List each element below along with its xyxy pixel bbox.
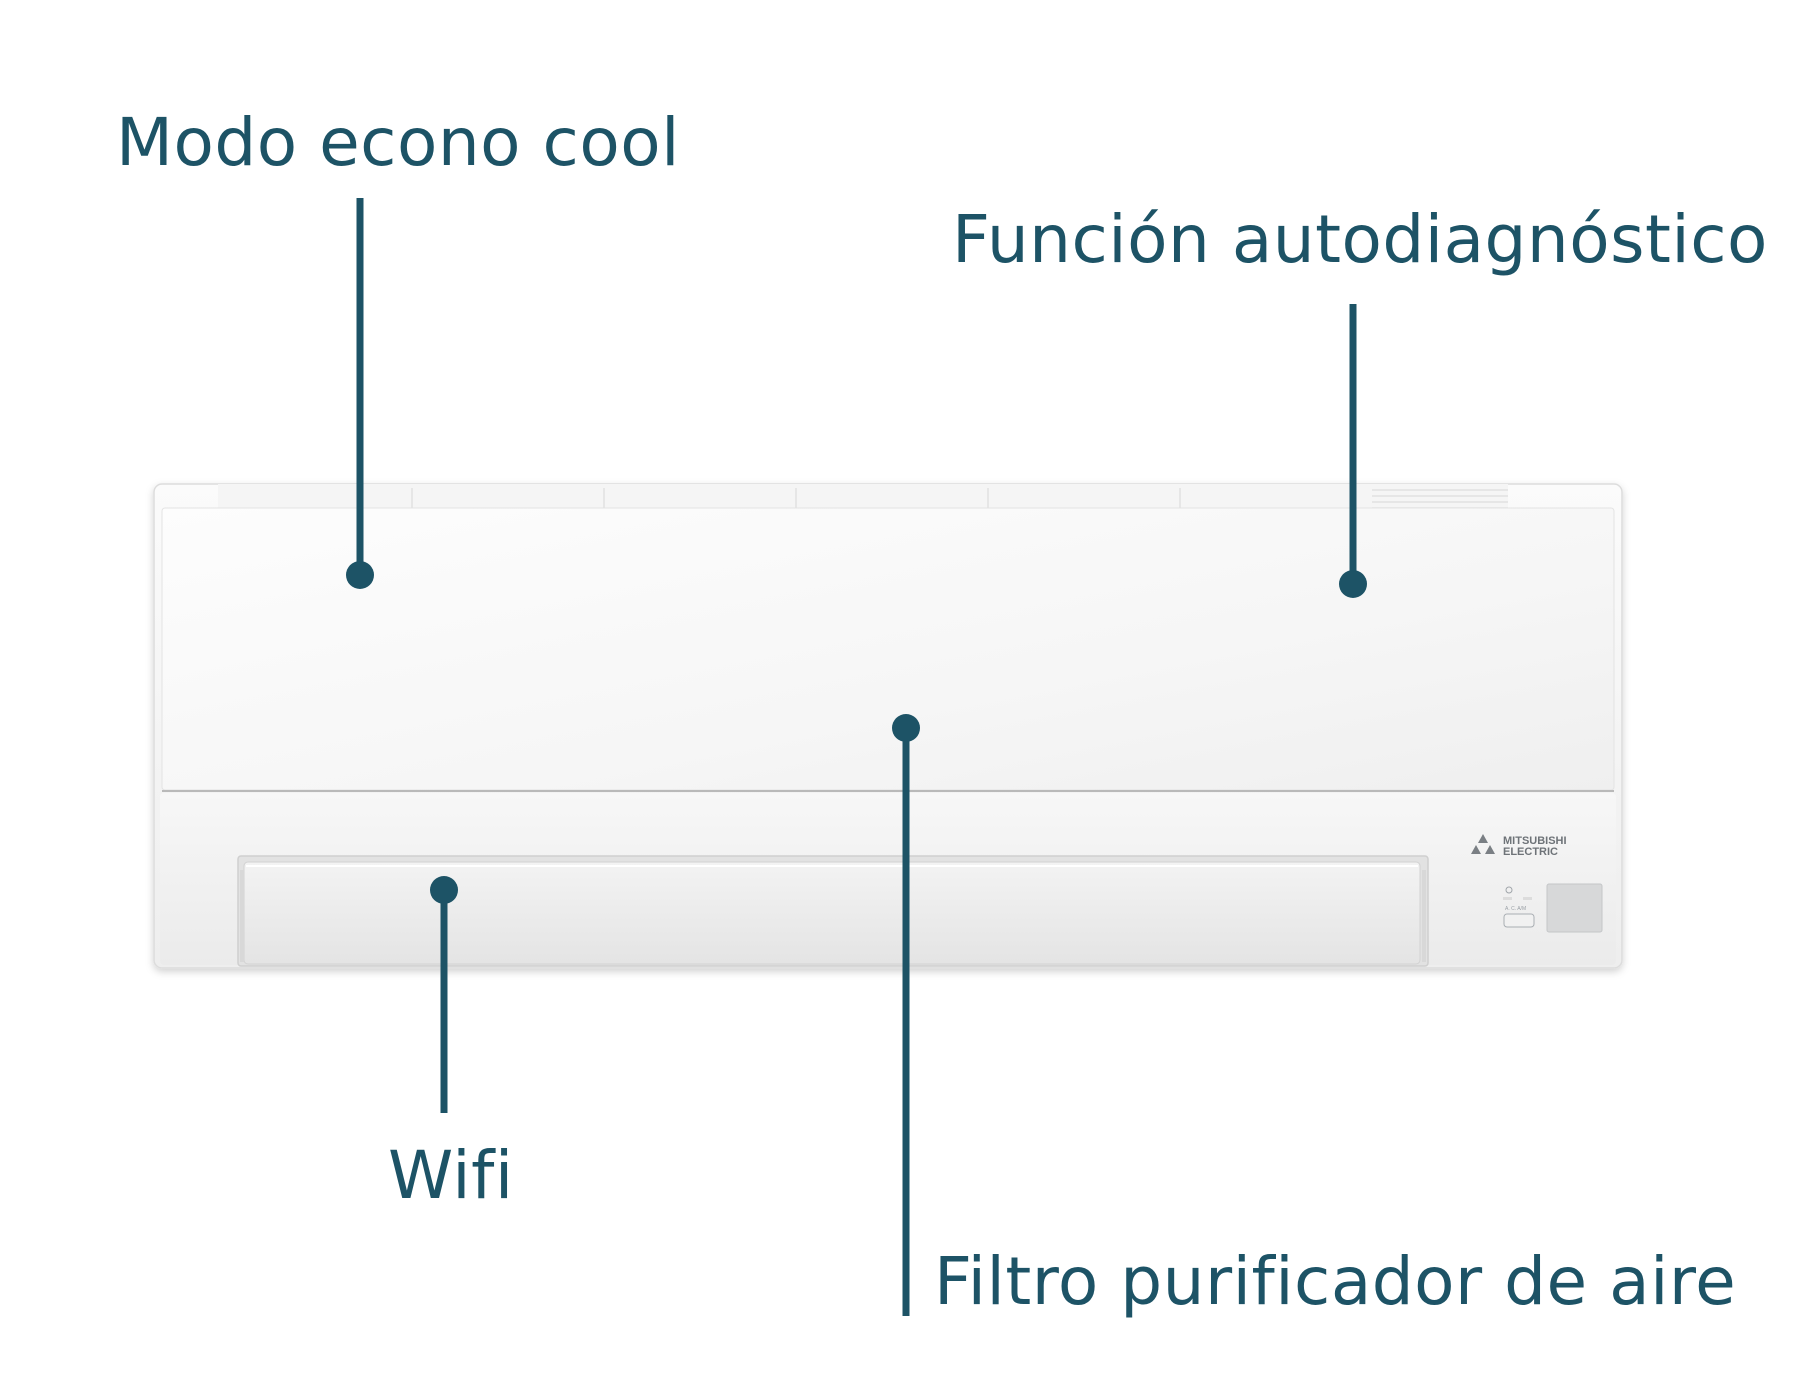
- mitsubishi-logo: MITSUBISHI ELECTRIC: [1471, 834, 1567, 858]
- callout-filtro-pointer: [892, 714, 920, 1316]
- label-filtro: Filtro purificador de aire: [934, 1243, 1737, 1320]
- callout-autodiagnostico-pointer: [1339, 304, 1367, 598]
- label-wifi: Wifi: [388, 1137, 514, 1214]
- svg-text:ELECTRIC: ELECTRIC: [1503, 846, 1558, 858]
- indoor-unit: [153, 483, 1623, 969]
- control-panel: A. C. A/M: [1503, 883, 1603, 933]
- label-econo-cool: Modo econo cool: [116, 104, 680, 181]
- svg-text:A. C. A/M: A. C. A/M: [1505, 906, 1526, 912]
- label-autodiagnostico: Función autodiagnóstico: [952, 201, 1768, 278]
- callout-econo-cool-pointer: [346, 198, 374, 589]
- callout-wifi-pointer: [430, 876, 458, 1113]
- svg-text:MITSUBISHI: MITSUBISHI: [1503, 835, 1567, 847]
